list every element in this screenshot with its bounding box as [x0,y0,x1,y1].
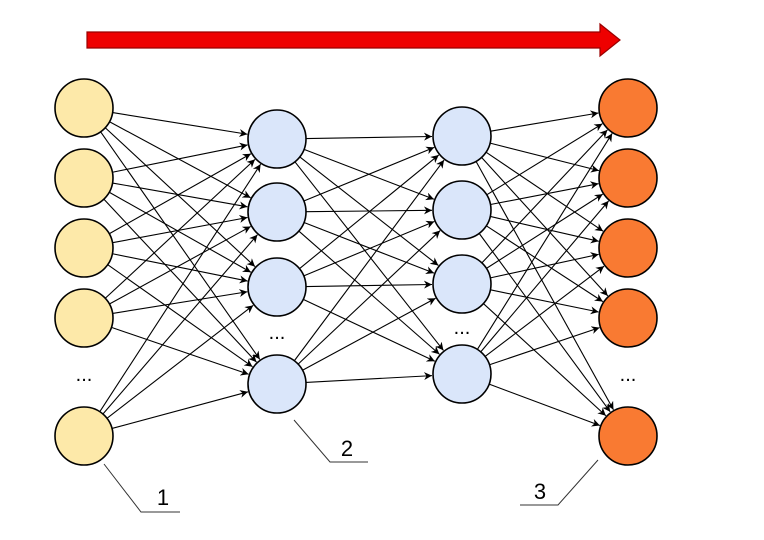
nodes-group [54,78,658,466]
hidden1-node [247,109,307,169]
output-node [598,78,658,138]
connection-arrow [490,110,599,132]
connection-arrow [303,220,435,277]
connection-arrow [302,297,436,371]
connection-arrow [297,230,441,365]
callout-2-leader [293,419,368,463]
connection-arrow [299,154,440,270]
output-node [598,288,658,348]
connection-arrow [490,289,599,315]
connection-arrow [104,158,256,299]
output-node [598,218,658,278]
connection-arrow [486,193,604,269]
connections-group [99,110,614,429]
connection-arrow [490,215,599,244]
input-node [54,78,114,138]
callout-1-leader [103,463,180,513]
connection-arrow [298,230,440,355]
connection-arrow [112,182,248,210]
connection-arrow [484,265,605,357]
output-ellipsis: ... [620,364,637,386]
connection-arrow [489,142,600,173]
connection-arrow [485,151,604,232]
hidden2-node [432,106,492,166]
connection-arrow [486,123,603,196]
connection-arrow [108,191,252,273]
connection-arrow [303,222,435,274]
callout-2-label: 2 [341,436,353,461]
ellipsis-group: ... ... ... ... [76,317,637,386]
connection-arrow [305,206,433,215]
hidden1-node [247,257,307,317]
output-node [598,406,658,466]
output-node [598,148,658,208]
connection-arrow [303,298,436,362]
connection-arrow [481,157,609,297]
connection-arrow [109,225,251,305]
connection-arrow [111,390,249,429]
connection-arrow [488,383,601,427]
input-node [54,148,114,208]
connection-arrow [476,133,613,350]
hidden2-node [432,180,492,240]
flow-direction-arrow [86,22,621,58]
callout-3-leader [520,459,599,506]
connection-arrow [489,326,600,366]
input-ellipsis: ... [76,364,93,386]
connection-arrow [112,289,248,314]
connection-arrow [112,215,248,244]
connection-arrow [483,303,607,417]
connection-arrow [107,264,253,368]
connection-arrow [293,159,445,362]
connection-arrow [480,200,610,353]
connection-arrow [103,198,257,363]
callout-3-label: 3 [534,479,546,504]
callout-1-label: 1 [157,485,169,510]
connection-arrow [481,129,608,264]
hidden1-ellipsis: ... [269,322,286,344]
connection-arrow [305,372,433,383]
hidden2-node [432,254,492,314]
connection-arrow [99,163,262,412]
connection-arrow [490,181,599,206]
connection-arrow [475,161,614,411]
connection-arrow [104,127,256,268]
hidden2-node [432,344,492,404]
callouts-group: 1 2 3 [103,419,599,513]
connection-arrow [112,253,248,284]
connection-arrow [112,142,248,173]
connection-arrow [112,112,248,137]
connection-arrow [305,132,433,141]
connection-arrow [478,233,611,413]
connection-arrow [486,225,604,303]
connection-arrow [108,153,252,235]
connection-arrow [111,326,249,376]
connection-arrow [490,252,599,279]
connection-arrow [102,234,258,415]
input-node [54,218,114,278]
hidden1-node [247,182,307,242]
connection-arrow [303,146,435,202]
connection-arrow [305,280,433,289]
input-node [54,288,114,348]
hidden2-ellipsis: ... [454,317,471,339]
hidden1-node [247,354,307,414]
input-node [54,406,114,466]
connection-arrow [294,161,444,351]
connection-arrow [106,304,254,419]
connection-arrow [100,131,261,360]
